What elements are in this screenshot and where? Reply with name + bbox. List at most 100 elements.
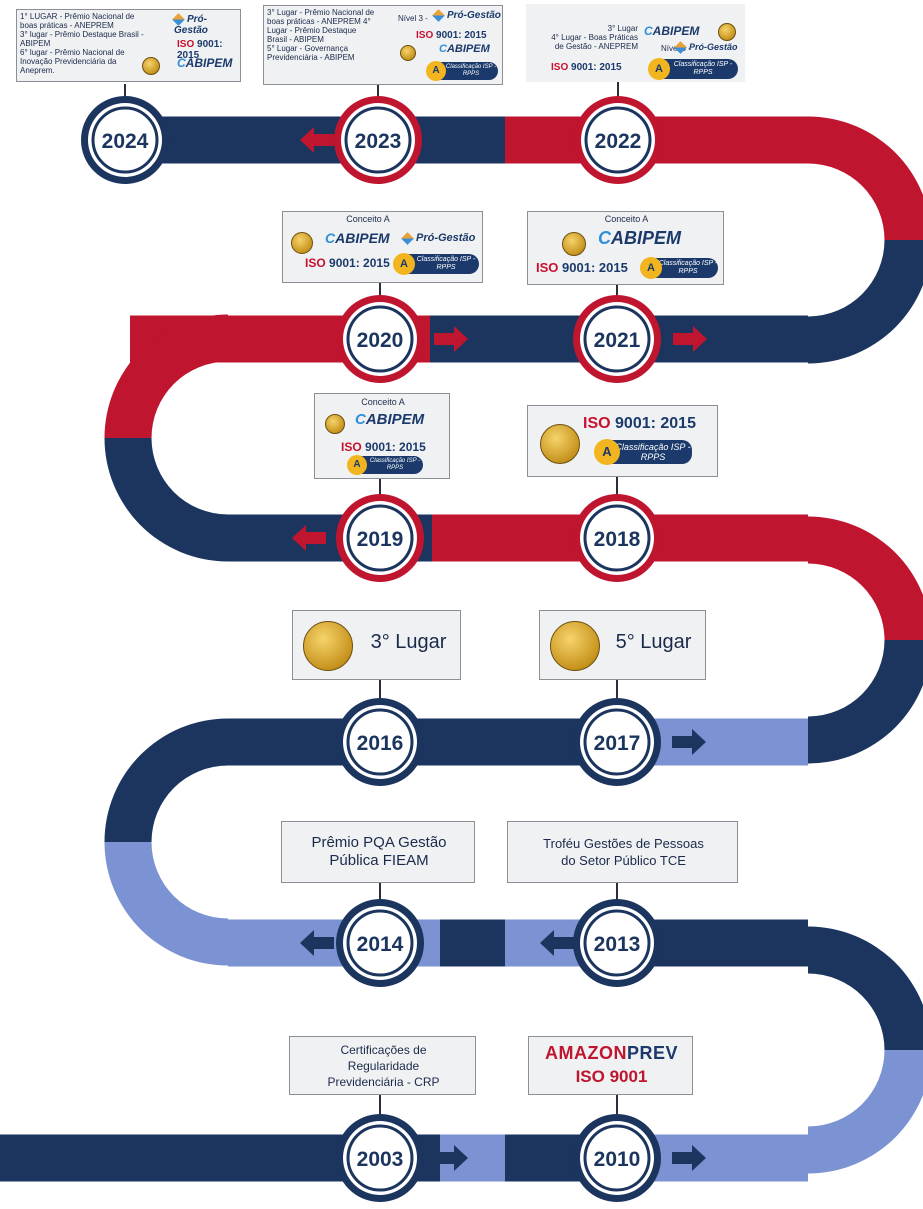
seal-icon: [550, 621, 600, 671]
year-marker: 2014: [336, 899, 424, 987]
iso-label: ISO 9001: 2015: [341, 440, 426, 454]
card-2024-line4: ABIPEM: [20, 39, 51, 48]
direction-arrow-icon: [672, 729, 706, 755]
award-card-2022: 3° Lugar 4° Lugar - Boas Práticas de Ges…: [526, 4, 745, 82]
card-2024-line2: boas práticas - ANEPREM: [20, 21, 114, 30]
road-curve: [104, 718, 228, 842]
year-label: 2020: [357, 329, 404, 352]
year-label: 2013: [594, 933, 641, 956]
year-marker-inner: [583, 909, 651, 977]
nivel-label: Nível 3 -: [398, 14, 428, 23]
card-2024-line6: Inovação Previdenciária da: [20, 57, 117, 66]
year-marker: 2019: [336, 494, 424, 582]
road-curve: [104, 842, 228, 966]
abipem-logo: CABIPEM: [355, 411, 425, 428]
grade-a-icon: A: [393, 253, 415, 275]
year-marker: 2016: [336, 698, 424, 786]
road-segment: [0, 1134, 505, 1182]
year-marker-inner: [583, 504, 651, 572]
road-segment: [640, 1134, 808, 1182]
classificacao-badge: A Classificação ISP - RPPS: [426, 61, 498, 81]
abipem-logo: CABIPEM: [598, 228, 682, 248]
card-2014-line1: Prêmio PQA Gestão: [311, 834, 447, 851]
award-card-2017: 5° Lugar: [539, 610, 706, 680]
year-label: 2003: [357, 1148, 404, 1171]
award-card-2020: Conceito A CABIPEM Pró-Gestão ISO 9001: …: [282, 211, 483, 283]
year-marker-inner: [346, 708, 414, 776]
road-curve: [808, 926, 923, 1050]
classificacao-badge: A Classificação ISP - RPPS: [594, 439, 692, 465]
year-marker: 2023: [334, 96, 422, 184]
award-card-2023: 3° Lugar - Prêmio Nacional de boas práti…: [263, 5, 503, 85]
pro-gestao-logo: Pró-Gestão: [172, 12, 208, 36]
award-card-2010: AMAZONPREV ISO 9001: [528, 1036, 693, 1095]
abipem-logo: CABIPEM: [177, 56, 233, 70]
road-segment: [640, 718, 808, 766]
medal-icon: [325, 414, 345, 434]
year-marker-inner: [583, 708, 651, 776]
road-curve: [808, 116, 923, 240]
award-card-2003: Certificações de Regularidade Previdenci…: [289, 1036, 476, 1095]
year-marker: 2010: [573, 1114, 661, 1202]
year-marker: 2021: [573, 295, 661, 383]
direction-arrow-icon: [300, 127, 334, 153]
year-marker-inner: [91, 106, 159, 174]
award-card-2024: 1° LUGAR - Prêmio Nacional de boas práti…: [16, 9, 241, 82]
award-card-2019: Conceito A CABIPEM ISO 9001: 2015 A Clas…: [314, 393, 450, 479]
direction-arrow-icon: [673, 326, 707, 352]
year-marker-inner: [583, 1124, 651, 1192]
iso-label: ISO 9001: 2015: [583, 415, 696, 432]
card-2017-text: 5° Lugar: [615, 631, 692, 653]
medal-icon: [142, 57, 160, 75]
road-curve: [104, 438, 228, 562]
iso-label: ISO 9001: 2015: [536, 260, 628, 275]
year-marker-inner: [583, 305, 651, 373]
grade-a-icon: A: [594, 439, 620, 465]
card-2023-line4: Brasil - ABIPEM: [267, 35, 324, 44]
seal-icon: [540, 424, 580, 464]
direction-arrow-icon: [431, 729, 465, 755]
iso-label: ISO 9001: 2015: [177, 39, 223, 61]
card-2013-line2: do Setor Público TCE: [561, 853, 686, 868]
year-marker-inner: [584, 106, 652, 174]
road-curve: [808, 640, 923, 764]
grade-a-icon: A: [347, 455, 367, 475]
direction-arrow-icon: [292, 525, 326, 551]
card-2022-line3: de Gestão - ANEPREM: [554, 42, 638, 51]
classificacao-badge: A Classificação ISP - RPPS: [347, 455, 423, 475]
card-2016-text: 3° Lugar: [370, 631, 447, 653]
medal-icon: [291, 232, 313, 254]
year-marker: 2020: [336, 295, 424, 383]
direction-arrow-icon: [434, 326, 468, 352]
year-label: 2021: [594, 329, 641, 352]
award-card-2018: ISO 9001: 2015 A Classificação ISP - RPP…: [527, 405, 718, 477]
grade-a-icon: A: [426, 61, 446, 81]
grade-a-icon: A: [648, 58, 670, 80]
pro-gestao-logo: Pró-Gestão: [432, 8, 501, 22]
card-2023-line3: Lugar - Prêmio Destaque: [267, 26, 357, 35]
year-label: 2014: [357, 933, 404, 956]
classificacao-badge: A Classificação ISP - RPPS: [640, 257, 718, 279]
award-card-2013: Troféu Gestões de Pessoas do Setor Públi…: [507, 821, 738, 883]
direction-arrow-icon: [672, 1145, 706, 1171]
year-marker: 2024: [81, 96, 169, 184]
award-card-2016: 3° Lugar: [292, 610, 461, 680]
medal-icon: [718, 23, 736, 41]
card-2003-line1: Certificações de: [340, 1043, 427, 1057]
card-2013-line1: Troféu Gestões de Pessoas: [543, 836, 704, 851]
card-2023-line6: Previdenciária - ABIPEM: [267, 53, 355, 62]
year-label: 2016: [357, 732, 404, 755]
year-marker: 2018: [573, 494, 661, 582]
year-label: 2019: [357, 528, 404, 551]
year-marker-inner: [346, 305, 414, 373]
road-curve: [808, 240, 923, 364]
award-card-2014: Prêmio PQA Gestão Pública FIEAM: [281, 821, 475, 883]
card-2021-title: Conceito A: [604, 214, 649, 224]
card-2022-line1: 3° Lugar: [607, 24, 638, 33]
abipem-logo: CABIPEM: [644, 24, 700, 38]
card-2024-line3: 3° lugar - Prêmio Destaque Brasil -: [20, 30, 144, 39]
medal-icon: [562, 232, 586, 256]
direction-arrow-icon: [538, 525, 572, 551]
road-segment: [432, 514, 505, 562]
